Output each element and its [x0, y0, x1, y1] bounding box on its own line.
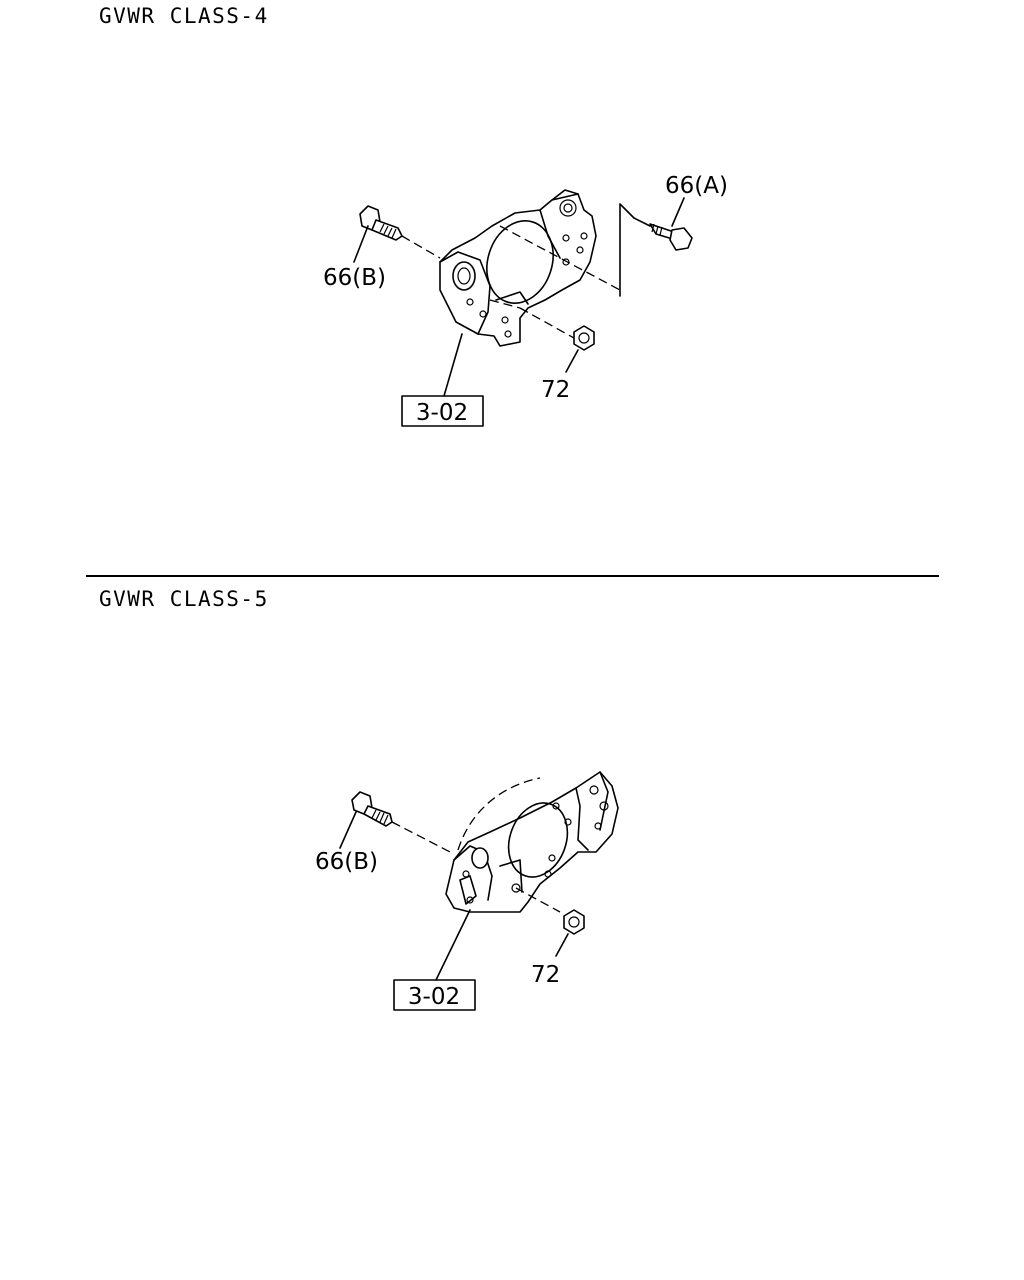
ref-box-label-class-4: 3-02: [416, 400, 468, 426]
section-divider: [86, 575, 939, 577]
bracket-housing-class-5: [445, 771, 619, 913]
bracket-housing-class-4: [439, 189, 621, 347]
callout-72-class-5: 72: [531, 962, 560, 988]
leader-72-class-4: [565, 349, 579, 373]
class-4-assembly: 66(A) 66(B) 72 3-02: [323, 173, 728, 427]
class-5-assembly: 66(B) 72 3-02: [315, 771, 619, 1011]
bolt-66b-class-5: [351, 791, 455, 855]
leader-66b-class-5: [339, 811, 357, 849]
callout-66a-class-4: 66(A): [665, 173, 728, 199]
leader-72-class-5: [555, 933, 569, 957]
callout-72-class-4: 72: [541, 377, 570, 403]
leader-66a-class-4: [671, 197, 685, 227]
nut-72-class-5: [563, 909, 585, 935]
ref-box-class-4: [401, 395, 484, 427]
ref-box-label-class-5: 3-02: [408, 984, 460, 1010]
ref-box-class-5: [393, 979, 476, 1011]
bolt-66a-class-4: [619, 203, 693, 297]
nut-72-class-4: [519, 307, 595, 351]
section-heading-class-4: GVWR CLASS-4: [99, 4, 269, 28]
callout-66b-class-4: 66(B): [323, 265, 386, 291]
bolt-66b-class-4: [359, 205, 441, 259]
section-heading-class-5: GVWR CLASS-5: [99, 587, 269, 611]
leader-ref-class-5: [435, 909, 471, 981]
leader-ref-class-4: [443, 333, 463, 397]
leader-66b-class-4: [353, 225, 369, 263]
callout-66b-class-5: 66(B): [315, 849, 378, 875]
